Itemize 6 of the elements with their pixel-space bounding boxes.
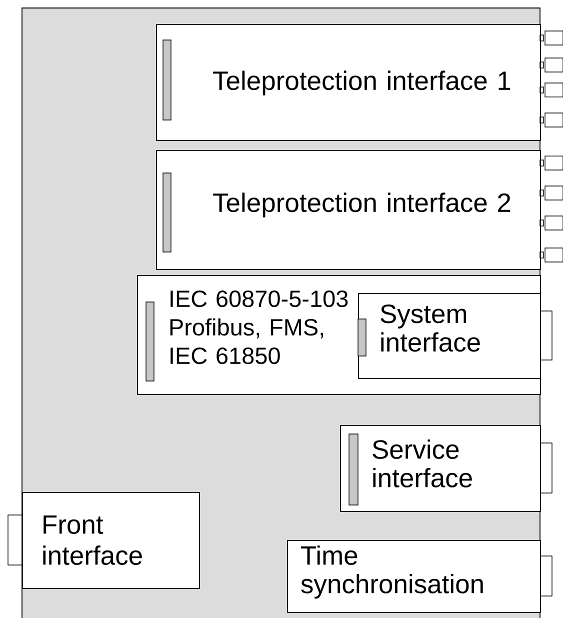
module-box: Front interface — [22, 492, 200, 589]
module-box: Teleprotection interface 2 — [156, 150, 541, 270]
module-box: Service interface — [340, 425, 541, 512]
module-box: Time synchronisation — [287, 540, 541, 613]
module-box: System interface — [358, 293, 541, 379]
module-box: Teleprotection interface 1 — [156, 24, 541, 141]
